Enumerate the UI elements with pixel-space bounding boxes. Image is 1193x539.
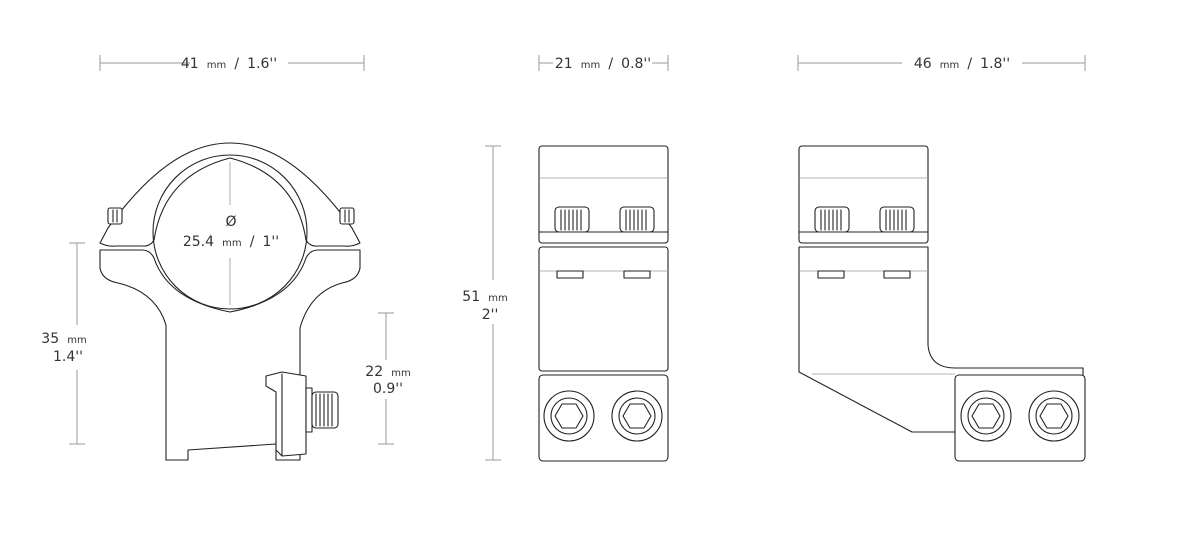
offset-view bbox=[798, 145, 1086, 462]
base-height-value: 22 bbox=[365, 364, 383, 380]
svg-text:25.4 mm / 1': 25.4 mm / 1'' bbox=[183, 231, 279, 250]
svg-text:51 mm: 51 mm bbox=[462, 286, 507, 305]
side-width-separator: / bbox=[608, 56, 613, 72]
front-view: Ø 25.4 mm / 1'' bbox=[99, 142, 361, 461]
total-height-dimension: 51 mm 2'' bbox=[462, 145, 508, 461]
svg-text:35 mm: 35 mm bbox=[41, 328, 86, 347]
front-width-imperial: 1.6'' bbox=[247, 56, 277, 72]
offset-width-imperial: 1.8'' bbox=[980, 56, 1010, 72]
base-height-imperial: 0.9'' bbox=[373, 381, 403, 397]
side-width-unit: mm bbox=[581, 60, 600, 71]
front-width-unit: mm bbox=[207, 60, 226, 71]
diameter-imperial: 1'' bbox=[263, 234, 280, 250]
diameter-value: 25.4 bbox=[183, 234, 214, 250]
offset-width-value: 46 bbox=[914, 56, 932, 72]
base-height-dimension: 22 mm 0.9'' bbox=[365, 312, 411, 445]
diameter-separator: / bbox=[250, 234, 255, 250]
center-height-value: 35 bbox=[41, 331, 59, 347]
svg-text:21 mm / 0.8': 21 mm / 0.8'' bbox=[555, 53, 651, 72]
offset-width-separator: / bbox=[967, 56, 972, 72]
total-height-imperial: 2'' bbox=[482, 307, 499, 323]
diameter-symbol: Ø bbox=[225, 214, 236, 230]
side-width-imperial: 0.8'' bbox=[621, 56, 651, 72]
side-view bbox=[538, 145, 669, 462]
center-height-imperial: 1.4'' bbox=[53, 349, 83, 365]
front-width-separator: / bbox=[234, 56, 239, 72]
diameter-unit: mm bbox=[222, 238, 241, 249]
side-width-dimension: 21 mm / 0.8'' bbox=[538, 53, 669, 72]
center-height-dimension: 35 mm 1.4'' bbox=[41, 242, 87, 445]
base-height-unit: mm bbox=[391, 368, 410, 379]
svg-text:46 mm / 1.8': 46 mm / 1.8'' bbox=[914, 53, 1010, 72]
svg-text:22 mm: 22 mm bbox=[365, 361, 410, 380]
offset-width-dimension: 46 mm / 1.8'' bbox=[797, 53, 1086, 72]
center-height-unit: mm bbox=[67, 335, 86, 346]
svg-text:41 mm / 1.6': 41 mm / 1.6'' bbox=[181, 53, 277, 72]
total-height-value: 51 bbox=[462, 289, 480, 305]
front-width-value: 41 bbox=[181, 56, 199, 72]
side-width-value: 21 bbox=[555, 56, 573, 72]
front-width-dimension: 41 mm / 1.6'' bbox=[99, 53, 365, 72]
total-height-unit: mm bbox=[488, 293, 507, 304]
offset-width-unit: mm bbox=[940, 60, 959, 71]
